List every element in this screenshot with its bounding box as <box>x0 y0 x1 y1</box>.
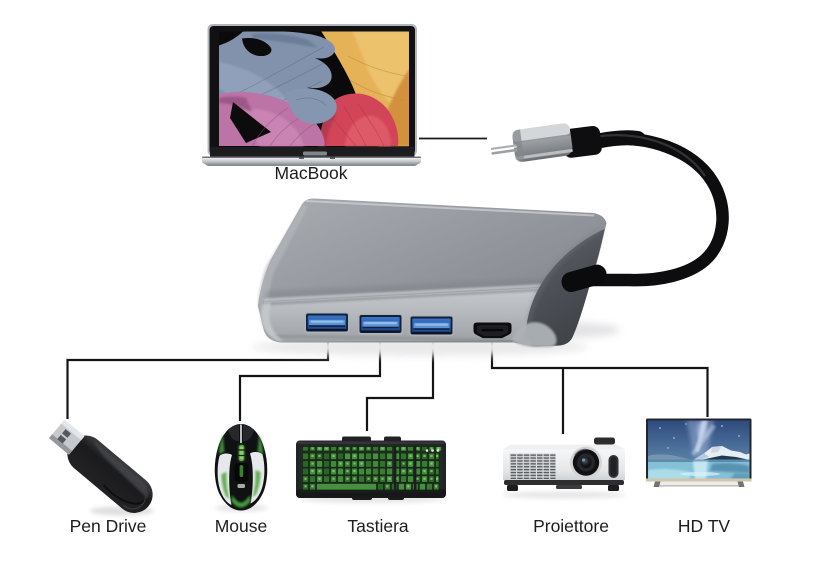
svg-text:Tastiera: Tastiera <box>347 516 409 536</box>
svg-text:Proiettore: Proiettore <box>533 516 609 536</box>
svg-text:Pen Drive: Pen Drive <box>70 516 147 536</box>
svg-text:HD TV: HD TV <box>678 516 731 536</box>
svg-text:Mouse: Mouse <box>215 516 268 536</box>
svg-text:MacBook: MacBook <box>275 163 348 183</box>
